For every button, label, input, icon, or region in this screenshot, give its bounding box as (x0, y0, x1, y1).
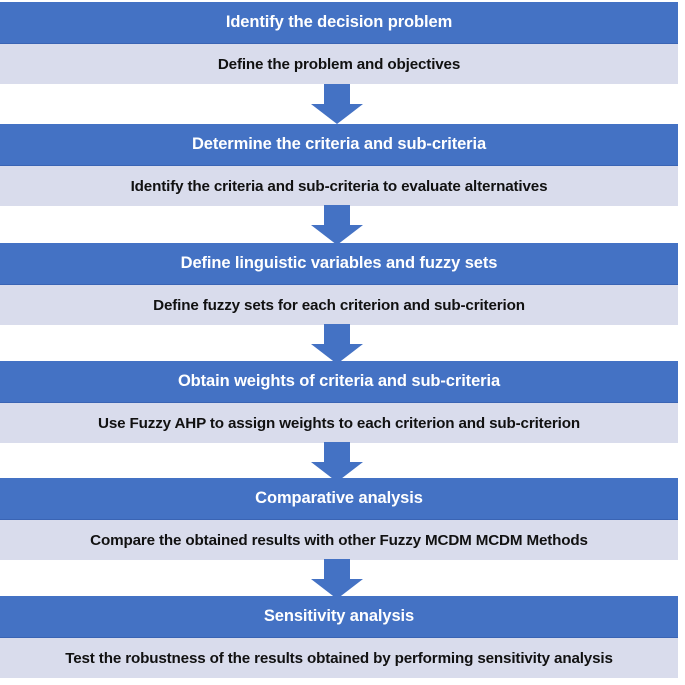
stage-header-1: Identify the decision problem (0, 2, 678, 44)
connector-arrow-5 (311, 559, 363, 599)
stage-body-1: Define the problem and objectives (0, 44, 678, 84)
down-arrow-icon (311, 205, 363, 245)
down-arrow-icon (311, 559, 363, 599)
connector-arrow-3 (311, 324, 363, 364)
stage-header-3: Define linguistic variables and fuzzy se… (0, 243, 678, 285)
stage-header-6: Sensitivity analysis (0, 596, 678, 638)
stage-body-5: Compare the obtained results with other … (0, 520, 678, 560)
flow-stage-obtain-weights: Obtain weights of criteria and sub-crite… (0, 361, 678, 443)
stage-header-5: Comparative analysis (0, 478, 678, 520)
flow-stage-identify-decision-problem: Identify the decision problem Define the… (0, 2, 678, 84)
stage-header-4: Obtain weights of criteria and sub-crite… (0, 361, 678, 403)
down-arrow-icon (311, 84, 363, 124)
stage-body-4: Use Fuzzy AHP to assign weights to each … (0, 403, 678, 443)
down-arrow-icon (311, 442, 363, 482)
connector-arrow-4 (311, 442, 363, 482)
flow-stage-comparative-analysis: Comparative analysis Compare the obtaine… (0, 478, 678, 560)
flow-stage-determine-criteria: Determine the criteria and sub-criteria … (0, 124, 678, 206)
flow-stage-define-linguistic-variables: Define linguistic variables and fuzzy se… (0, 243, 678, 325)
stage-body-3: Define fuzzy sets for each criterion and… (0, 285, 678, 325)
down-arrow-icon (311, 324, 363, 364)
stage-body-2: Identify the criteria and sub-criteria t… (0, 166, 678, 206)
connector-arrow-2 (311, 205, 363, 245)
stage-header-2: Determine the criteria and sub-criteria (0, 124, 678, 166)
connector-arrow-1 (311, 84, 363, 124)
flow-stage-sensitivity-analysis: Sensitivity analysis Test the robustness… (0, 596, 678, 678)
stage-body-6: Test the robustness of the results obtai… (0, 638, 678, 678)
